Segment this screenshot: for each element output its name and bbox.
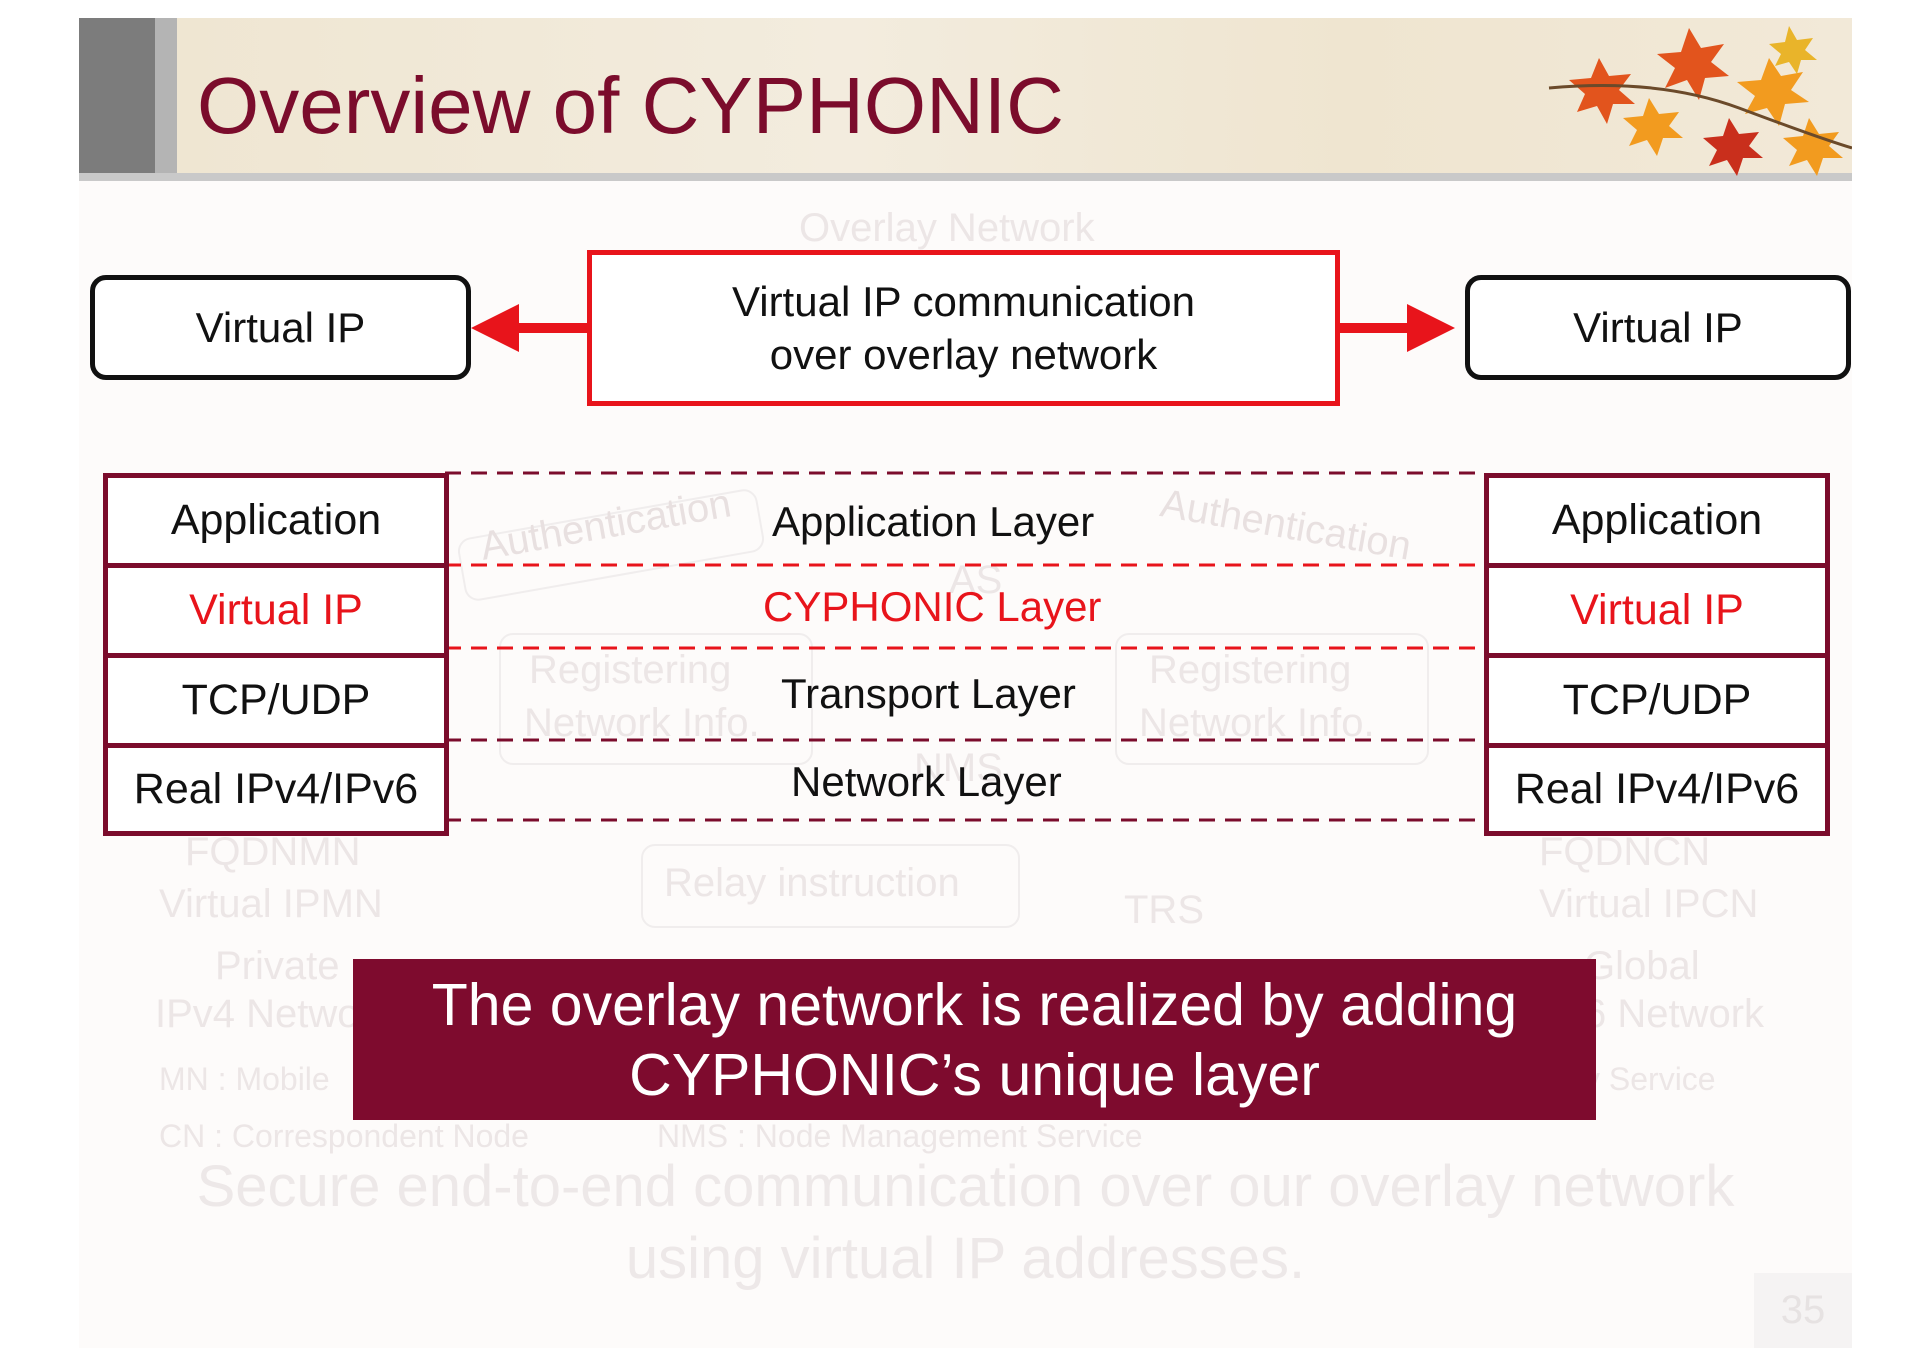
- stack-left-real-ip: Real IPv4/IPv6: [133, 765, 419, 813]
- faded-bottom-note: Secure end-to-end communication over our…: [79, 1151, 1852, 1295]
- faded-relay-instruction: Relay instruction: [664, 861, 960, 905]
- header-background: [177, 18, 1852, 173]
- faded-mn-legend: MN : Mobile: [159, 1061, 330, 1097]
- summary-banner: The overlay network is realized by addin…: [353, 959, 1596, 1120]
- arrow-left-head: [471, 304, 519, 352]
- stack-right-virtual-ip: Virtual IP: [1489, 568, 1825, 658]
- faded-virtual-ip-cn: Virtual IPCN: [1539, 882, 1759, 926]
- faded-registering-right-2: Network Info.: [1139, 701, 1375, 745]
- faded-registering-box-right: [1115, 633, 1429, 765]
- banner-line-2: CYPHONIC’s unique layer: [629, 1041, 1320, 1108]
- stack-right-tcp-udp: TCP/UDP: [1489, 658, 1825, 748]
- layer-label-transport: Transport Layer: [781, 670, 1076, 717]
- faded-relay-box: [641, 844, 1020, 928]
- layer-label-cyphonic: CYPHONIC Layer: [763, 583, 1102, 630]
- faded-trs-label: TRS: [1124, 888, 1204, 932]
- faded-nms-legend: NMS : Node Management Service: [657, 1118, 1143, 1154]
- stack-left-tcp-udp: TCP/UDP: [108, 658, 444, 748]
- faded-global-1: Global: [1584, 944, 1700, 988]
- faded-bottom-line-2: using virtual IP addresses.: [625, 1226, 1306, 1291]
- faded-registering-right-1: Registering: [1149, 648, 1352, 692]
- faded-fqdn-cn: FQDNCN: [1539, 830, 1711, 874]
- stack-left-application: Application: [108, 478, 444, 568]
- protocol-stack-left: Application Virtual IP TCP/UDP Real IPv4…: [103, 473, 449, 836]
- slide: Overview of CYPHONIC Overlay Network Aut…: [79, 18, 1852, 1348]
- diagram-lines: [445, 304, 1484, 822]
- faded-fqdn-mn: FQDNMN: [185, 830, 361, 874]
- faded-service-legend: y Service: [1584, 1061, 1716, 1097]
- header-divider: [79, 173, 1852, 181]
- protocol-stack-right: Application Virtual IP TCP/UDP Real IPv4…: [1484, 473, 1830, 836]
- autumn-leaves-decoration: [1548, 26, 1852, 176]
- stack-left-virtual-ip: Virtual IP: [108, 568, 444, 658]
- overlay-communication-box: Virtual IP communication over overlay ne…: [587, 250, 1340, 406]
- slide-title: Overview of CYPHONIC: [197, 61, 1064, 150]
- layer-label-network: Network Layer: [791, 758, 1062, 805]
- faded-registering-box-left: [499, 633, 813, 765]
- faded-registering-left-1: Registering: [529, 648, 732, 692]
- virtual-ip-box-right: Virtual IP: [1465, 275, 1851, 380]
- virtual-ip-box-left: Virtual IP: [90, 275, 471, 380]
- faded-private-1: Private: [215, 944, 340, 988]
- faded-overlay-network-label: Overlay Network: [799, 206, 1095, 250]
- faded-registering-left-2: Network Info.: [524, 701, 760, 745]
- layer-label-application: Application Layer: [772, 498, 1095, 545]
- page-number: 35: [1754, 1273, 1852, 1348]
- banner-line-1: The overlay network is realized by addin…: [431, 971, 1518, 1038]
- header-bar-dark: [79, 18, 155, 181]
- faded-nms-label: NMS: [914, 746, 1003, 790]
- faded-virtual-ip-mn: Virtual IPMN: [159, 882, 383, 926]
- header-bar-light: [155, 18, 177, 181]
- stack-right-real-ip: Real IPv4/IPv6: [1514, 765, 1800, 813]
- faded-global-2: 6 Network: [1584, 992, 1765, 1036]
- stack-right-application: Application: [1489, 478, 1825, 568]
- arrow-right-head: [1407, 304, 1455, 352]
- communication-line-2: over overlay network: [769, 331, 1158, 378]
- faded-cn-legend: CN : Correspondent Node: [159, 1118, 529, 1154]
- communication-line-1: Virtual IP communication: [731, 278, 1195, 325]
- faded-bottom-line-1: Secure end-to-end communication over our…: [196, 1154, 1735, 1219]
